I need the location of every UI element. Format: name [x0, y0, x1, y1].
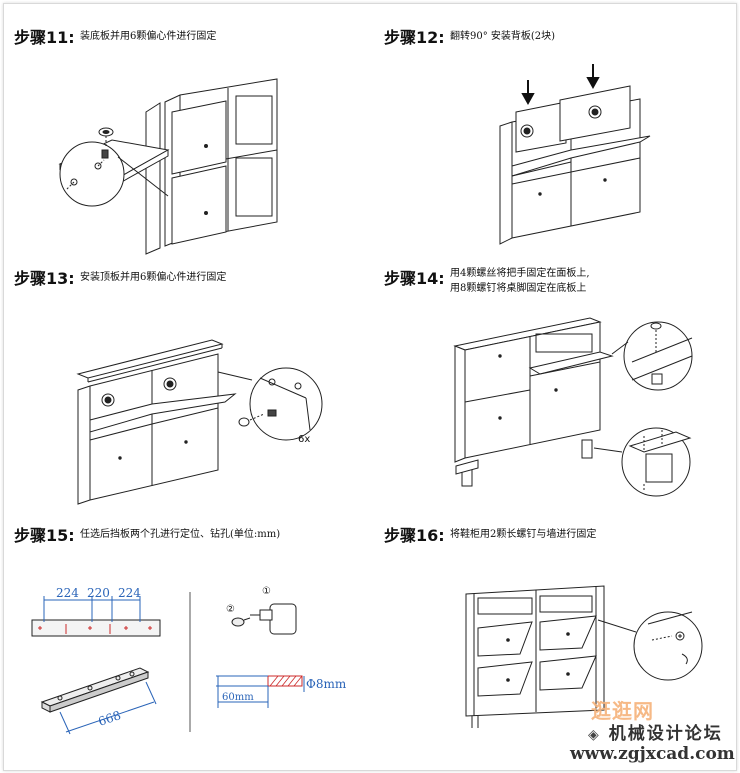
watermark-forum-label: 机械设计论坛	[608, 724, 723, 744]
dim-224-a: 224	[56, 586, 79, 600]
step-12-label: 步骤12:	[384, 28, 445, 47]
step-14-desc-line-2: 用8颗螺钉将桌脚固定在底板上	[450, 283, 587, 294]
marker-1: ①	[262, 586, 271, 597]
step-15-description: 任选后挡板两个孔进行定位、钻孔(单位:mm)	[80, 527, 280, 542]
qty-6x-label: 6x	[298, 434, 310, 445]
marker-2: ②	[226, 604, 235, 615]
step-12-description: 翻转90° 安装背板(2块)	[450, 29, 555, 44]
step-16-description: 将鞋柜用2颗长螺钉与墙进行固定	[450, 527, 596, 542]
step-13-description: 安装顶板并用6颗偏心件进行固定	[80, 270, 226, 285]
step-13-desc-line: 安装顶板并用6颗偏心件进行固定	[80, 272, 227, 283]
step-14-description: 用4颗螺丝将把手固定在面板上, 用8颗螺钉将桌脚固定在底板上	[450, 266, 590, 296]
step-12-desc-line: 翻转90° 安装背板(2块)	[450, 31, 556, 42]
step-13-label: 步骤13:	[14, 269, 75, 288]
step-14-desc-line-1: 用4颗螺丝将把手固定在面板上,	[450, 268, 590, 279]
step-14-label: 步骤14:	[384, 269, 445, 288]
watermark-url: www.zgjxcad.com	[570, 744, 735, 764]
page-frame	[3, 3, 737, 771]
step-15-label: 步骤15:	[14, 526, 75, 545]
step-16-label: 步骤16:	[384, 526, 445, 545]
step-15-desc-line: 任选后挡板两个孔进行定位、钻孔(单位:mm)	[80, 529, 281, 540]
step-11-description: 装底板并用6颗偏心件进行固定	[80, 29, 216, 44]
step-11-label: 步骤11:	[14, 28, 75, 47]
dim-220: 220	[87, 586, 110, 600]
watermark-logo: 逛逛网	[591, 699, 654, 723]
watermark-forum-name: ◈ 机械设计论坛	[588, 719, 723, 744]
dim-224-b: 224	[118, 586, 141, 600]
dim-60mm: 60mm	[222, 692, 254, 703]
step-11-desc-line: 装底板并用6颗偏心件进行固定	[80, 31, 217, 42]
step-16-desc-line: 将鞋柜用2颗长螺钉与墙进行固定	[450, 529, 597, 540]
dim-phi8: Φ8mm	[306, 677, 347, 691]
diamond-icon: ◈	[588, 727, 601, 743]
